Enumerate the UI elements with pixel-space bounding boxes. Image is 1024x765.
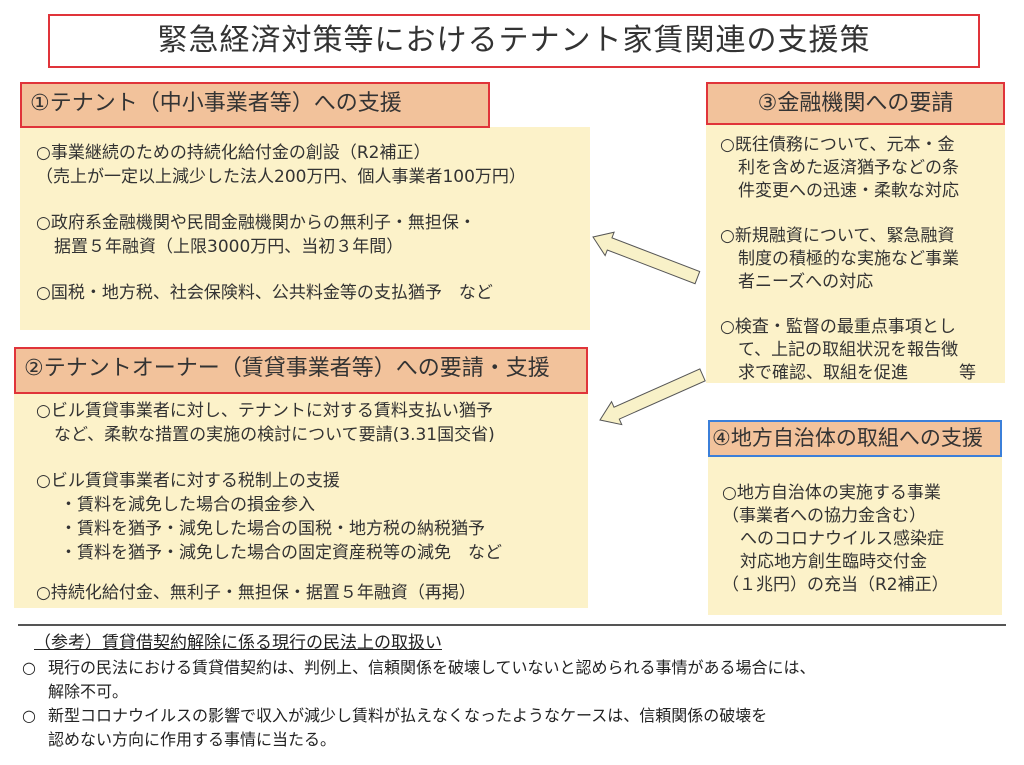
item-line: ○ビル賃貸事業者に対する税制上の支援 [36, 471, 340, 491]
section3-heading: ③金融機関への要請 [706, 82, 1005, 125]
reference-heading: （参考）賃貸借契約解除に係る現行の民法上の取扱い [34, 633, 442, 653]
section3-item: ○新規融資について、緊急融資制度の積極的な実施など事業者ニーズへの対応 [720, 225, 1005, 294]
reference-item: ○ 新型コロナウイルスの影響で収入が減少し賃料が払えなくなったようなケースは、信… [0, 704, 1024, 752]
item-line: ○既往債務について、元本・金 [720, 135, 955, 155]
item-line: ○国税・地方税、社会保険料、公共料金等の支払猶予 など [36, 283, 493, 303]
item-line: ○事業継続のための持続化給付金の創設（R2補正） [36, 143, 431, 163]
item-line: 据置５年融資（上限3000万円、当初３年間） [54, 237, 404, 257]
item-line: て、上記の取組状況を報告徴 [738, 340, 959, 360]
item-line: ○地方自治体の実施する事業 [722, 483, 941, 503]
section1-body: ○事業継続のための持続化給付金の創設（R2補正） （売上が一定以上減少した法人20… [20, 127, 590, 330]
section1-item: ○政府系金融機関や民間金融機関からの無利子・無担保・据置５年融資（上限3000万… [36, 211, 590, 259]
item-line: ○持続化給付金、無利子・無担保・据置５年融資（再掲） [36, 583, 476, 603]
section2-item: ○持続化給付金、無利子・無担保・据置５年融資（再掲） [36, 581, 588, 605]
section1-item: ○事業継続のための持続化給付金の創設（R2補正） （売上が一定以上減少した法人20… [36, 141, 590, 189]
section3-item: ○検査・監督の最重点事項として、上記の取組状況を報告徴求で確認、取組を促進 等 [720, 316, 1005, 385]
section2-item: ○ビル賃貸事業者に対する税制上の支援・賃料を減免した場合の損金参入・賃料を猶予・… [36, 469, 588, 565]
section4-body: ○地方自治体の実施する事業 （事業者への協力金含む） へのコロナウイルス感染症対応地… [708, 456, 1002, 615]
item-line: ○政府系金融機関や民間金融機関からの無利子・無担保・ [36, 213, 476, 233]
section1-item: ○国税・地方税、社会保険料、公共料金等の支払猶予 など [36, 281, 590, 305]
item-line: 現行の民法における賃貸借契約は、判例上、信頼関係を破壊していないと認められる事情… [48, 658, 816, 677]
item-line: へのコロナウイルス感染症 [740, 529, 944, 549]
item-line: 件変更への迅速・柔軟な対応 [738, 181, 959, 201]
section2-body: ○ビル賃貸事業者に対し、テナントに対する賃料支払い猶予など、柔軟な措置の実施の検… [14, 393, 588, 608]
circle-bullet: ○ [22, 658, 36, 677]
page-title: 緊急経済対策等におけるテナント家賃関連の支援策 [48, 14, 980, 68]
item-line: 制度の積極的な実施など事業 [738, 249, 959, 269]
arrow-left-down-icon [599, 368, 706, 426]
item-line: ・賃料を猶予・減免した場合の固定資産税等の減免 など [60, 543, 502, 563]
item-line: ・賃料を減免した場合の損金参入 [60, 495, 315, 515]
section1-heading: ①テナント（中小事業者等）への支援 [20, 82, 490, 128]
section3-item: ○既往債務について、元本・金利を含めた返済猶予などの条件変更への迅速・柔軟な対応 [720, 134, 1005, 203]
item-line: ○検査・監督の最重点事項とし [720, 317, 956, 337]
item-line: 認めない方向に作用する事情に当たる。 [48, 730, 337, 749]
reference-item: ○ 現行の民法における賃貸借契約は、判例上、信頼関係を破壊していないと認められる… [0, 656, 1024, 704]
item-line: 対応地方創生臨時交付金 [740, 552, 927, 572]
item-line: 解除不可。 [48, 682, 129, 701]
item-line: ○新規融資について、緊急融資 [720, 226, 955, 246]
section4-heading: ④地方自治体の取組への支援 [708, 420, 1002, 457]
arrow-left-up-icon [592, 231, 701, 285]
item-line: 求で確認、取組を促進 等 [738, 363, 976, 383]
section2-item: ○ビル賃貸事業者に対し、テナントに対する賃料支払い猶予など、柔軟な措置の実施の検… [36, 399, 588, 447]
item-line: 利を含めた返済猶予などの条 [738, 158, 959, 178]
section4-item: ○地方自治体の実施する事業 （事業者への協力金含む） へのコロナウイルス感染症対応地… [722, 482, 1002, 597]
circle-bullet: ○ [22, 706, 36, 725]
item-line: 新型コロナウイルスの影響で収入が減少し賃料が払えなくなったようなケースは、信頼関… [48, 706, 768, 725]
divider-line [18, 624, 1006, 626]
section2-heading: ②テナントオーナー（賃貸事業者等）への要請・支援 [14, 347, 588, 394]
reference-section: （参考）賃貸借契約解除に係る現行の民法上の取扱い ○ 現行の民法における賃貸借契… [0, 630, 1024, 752]
section3-body: ○既往債務について、元本・金利を含めた返済猶予などの条件変更への迅速・柔軟な対応… [706, 124, 1005, 383]
item-line: ・賃料を猶予・減免した場合の国税・地方税の納税猶予 [60, 519, 485, 539]
item-line: ○ビル賃貸事業者に対し、テナントに対する賃料支払い猶予 [36, 401, 493, 421]
item-line: （１兆円）の充当（R2補正） [722, 575, 949, 595]
item-line: （事業者への協力金含む） [722, 506, 926, 526]
item-line: など、柔軟な措置の実施の検討について要請(3.31国交省) [54, 425, 495, 445]
item-line: 者ニーズへの対応 [738, 272, 874, 292]
item-line: （売上が一定以上減少した法人200万円、個人事業者100万円） [36, 167, 526, 187]
